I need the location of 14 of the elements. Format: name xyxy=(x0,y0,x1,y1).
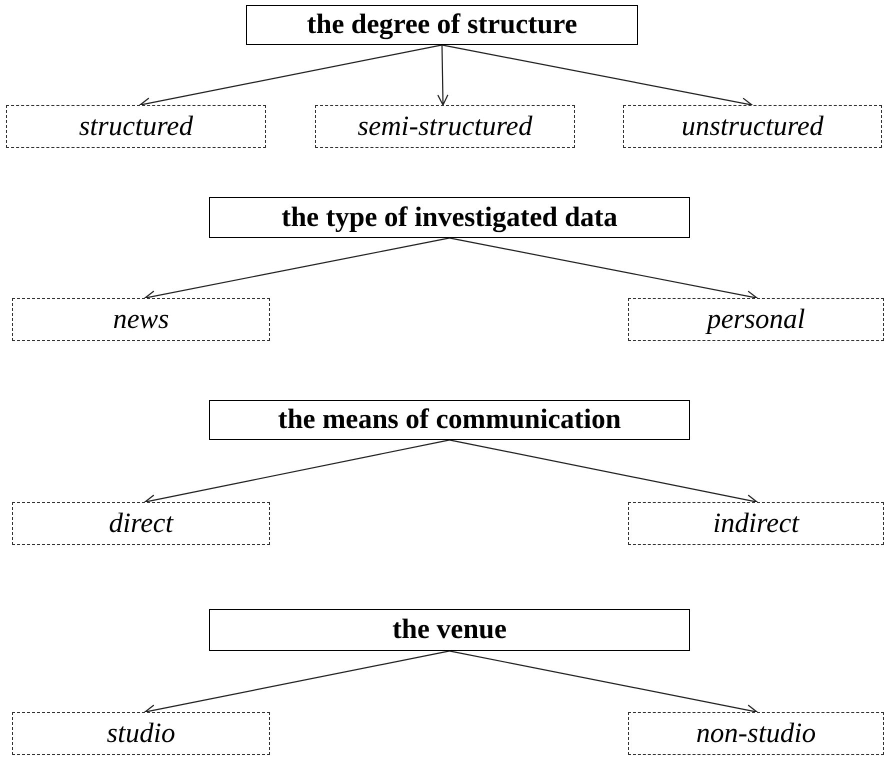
option-box: structured xyxy=(6,105,266,148)
option-box: direct xyxy=(12,502,270,545)
category-box: the degree of structure xyxy=(246,5,638,45)
option-box: personal xyxy=(628,298,884,341)
category-box: the type of investigated data xyxy=(209,197,690,238)
category-box: the means of communication xyxy=(209,400,690,440)
option-box: non-studio xyxy=(628,712,884,755)
option-box: news xyxy=(12,298,270,341)
option-box: unstructured xyxy=(623,105,882,148)
option-box: indirect xyxy=(628,502,884,545)
category-box: the venue xyxy=(209,609,690,651)
arrow xyxy=(437,44,448,106)
option-box: studio xyxy=(12,712,270,755)
option-box: semi-structured xyxy=(315,105,575,148)
